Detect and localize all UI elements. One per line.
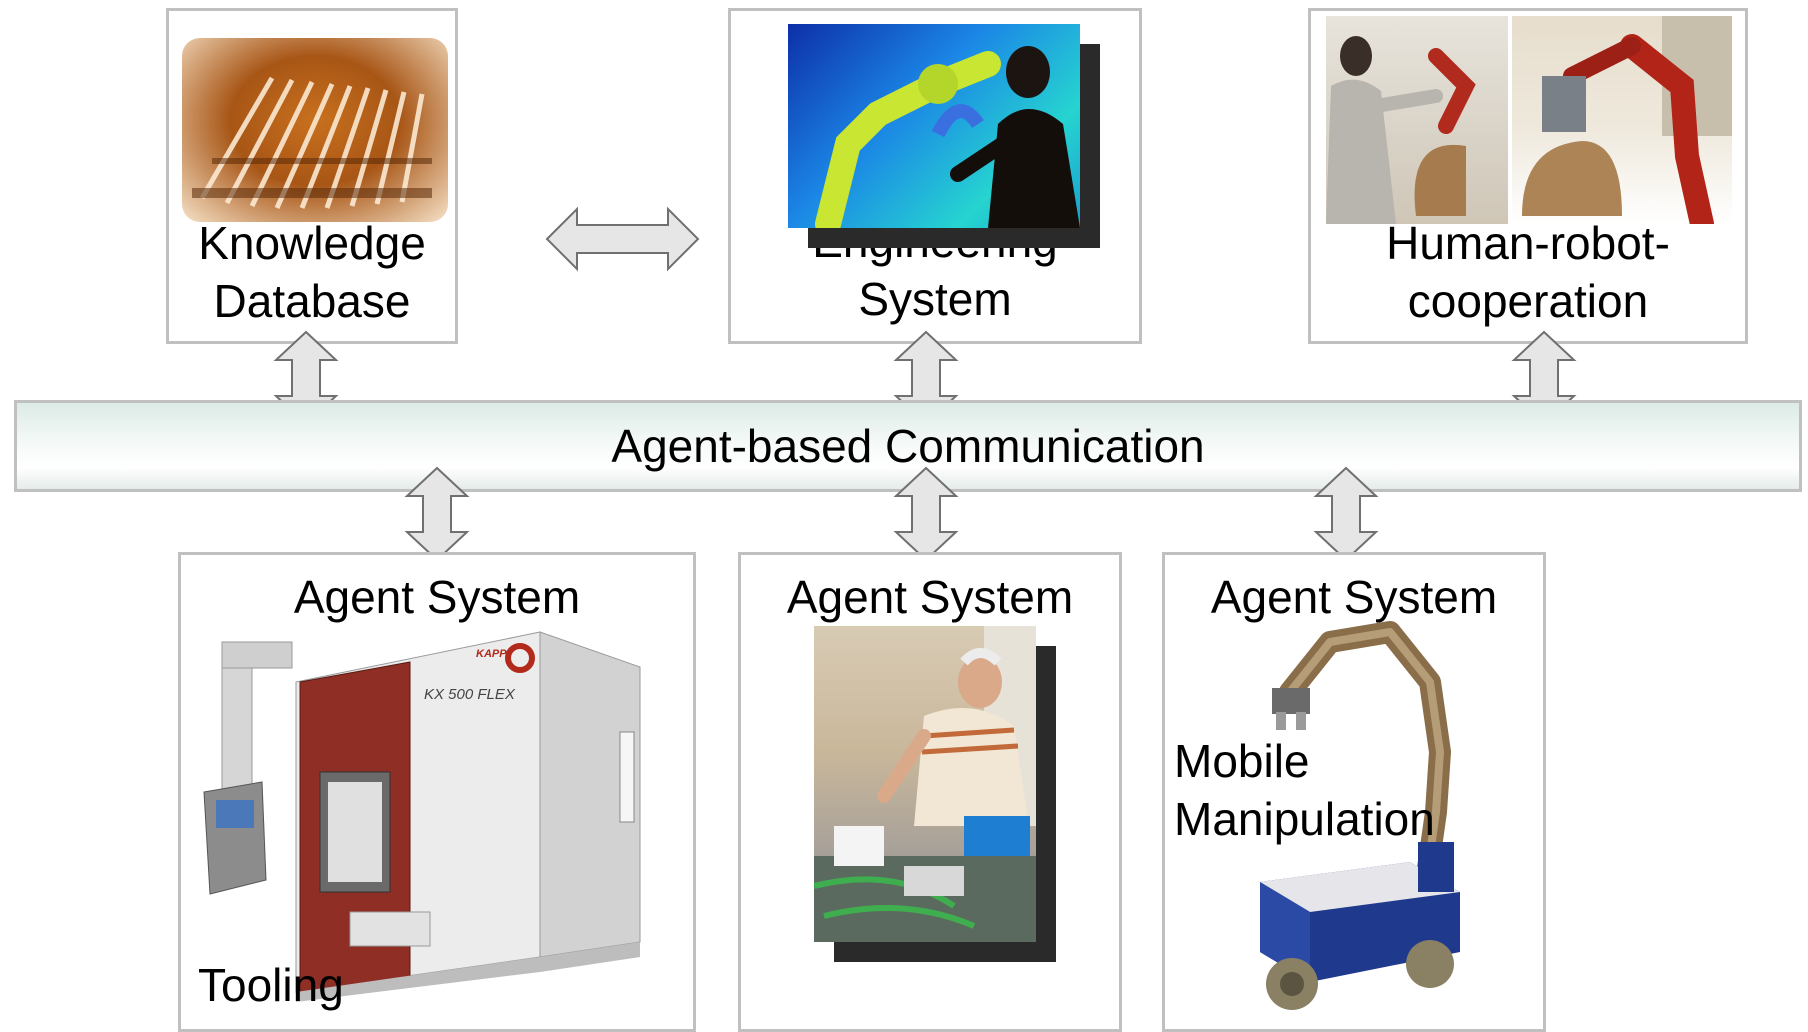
human-robot-photo-left bbox=[1326, 16, 1508, 224]
human-robot-photo-right bbox=[1512, 16, 1732, 224]
assembly-box-heading: Agent System bbox=[786, 571, 1074, 623]
file-archive-photo bbox=[182, 38, 448, 222]
tooling-box-heading: Agent System bbox=[293, 571, 581, 623]
human-robot-cooperation-label: Human-robot- cooperation bbox=[1386, 217, 1670, 327]
machine-brand-text: KAPP bbox=[476, 648, 507, 660]
machine-model-text: KX 500 FLEX bbox=[424, 686, 515, 703]
knowledge-database-label: Knowledge Database bbox=[198, 217, 426, 327]
mobile-caption: Mobile Manipulation bbox=[1174, 735, 1435, 845]
virtual-robot-engineering-photo bbox=[788, 24, 1080, 228]
double-arrow-vertical-icon bbox=[893, 466, 959, 562]
bus-label: Agent-based Communication bbox=[611, 420, 1205, 472]
double-arrow-vertical-icon bbox=[404, 466, 470, 562]
worker-assembly-photo bbox=[814, 626, 1036, 942]
tooling-caption: Tooling bbox=[198, 959, 344, 1011]
double-arrow-vertical-icon bbox=[1313, 466, 1379, 562]
double-arrow-horizontal-icon bbox=[545, 206, 700, 272]
tooling-machine-image: KAPP KX 500 FLEX bbox=[200, 612, 650, 1002]
mobile-manipulator-robot-image bbox=[1240, 612, 1476, 1018]
mobile-box-heading: Agent System bbox=[1210, 571, 1498, 623]
